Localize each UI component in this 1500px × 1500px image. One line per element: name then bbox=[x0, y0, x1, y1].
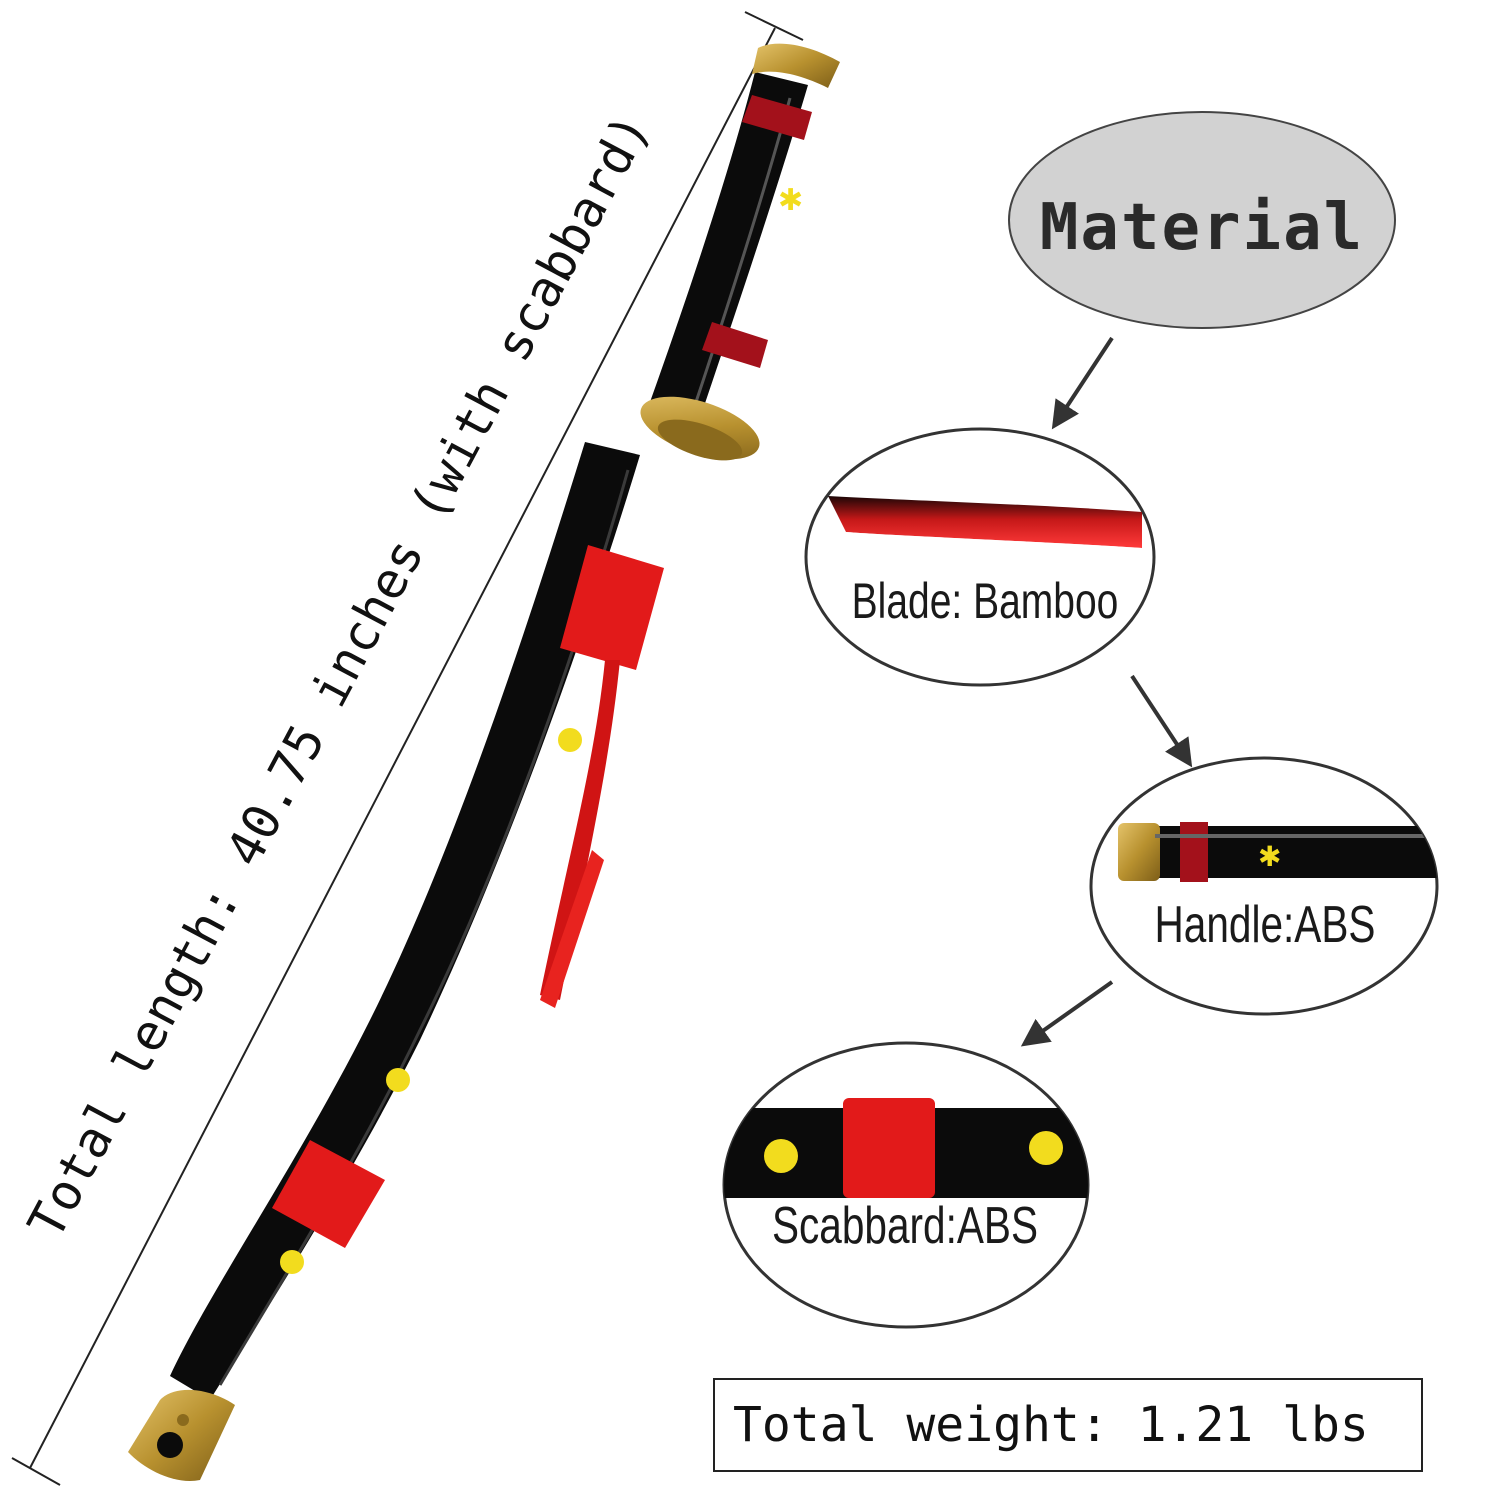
star-icon: ✱ bbox=[778, 183, 803, 218]
scabbard-callout bbox=[722, 1041, 1090, 1329]
handle-callout: ✱ bbox=[1089, 756, 1439, 1016]
dimension-line bbox=[11, 11, 804, 1486]
total-weight-box: Total weight: 1.21 lbs bbox=[713, 1378, 1423, 1472]
handle-band bbox=[742, 95, 812, 140]
handle-body bbox=[650, 72, 808, 418]
blade-callout bbox=[804, 427, 1156, 687]
scabbard-body bbox=[170, 442, 640, 1400]
blade-material-label: Blade: Bamboo bbox=[851, 573, 1119, 629]
material-bubble bbox=[1008, 111, 1396, 329]
arrow-down-left-icon bbox=[1051, 336, 1114, 430]
cord-wrap bbox=[560, 545, 664, 670]
arrow-down-right-icon bbox=[1130, 674, 1193, 768]
kojiri-cap bbox=[128, 1389, 235, 1481]
material-title: Material bbox=[1039, 191, 1365, 265]
scabbard-material-label: Scabbard:ABS bbox=[771, 1197, 1039, 1255]
tassel bbox=[540, 660, 620, 1000]
flower-icon bbox=[280, 728, 582, 1274]
handle-band bbox=[702, 322, 768, 368]
sword: ✱ bbox=[128, 43, 840, 1481]
handle-material-label: Handle:ABS bbox=[1154, 896, 1376, 954]
svg-text:✱: ✱ bbox=[1258, 840, 1281, 873]
arrow-down-left-icon bbox=[1020, 980, 1114, 1047]
pommel-cap bbox=[752, 43, 840, 88]
cord-wrap bbox=[272, 1140, 385, 1248]
